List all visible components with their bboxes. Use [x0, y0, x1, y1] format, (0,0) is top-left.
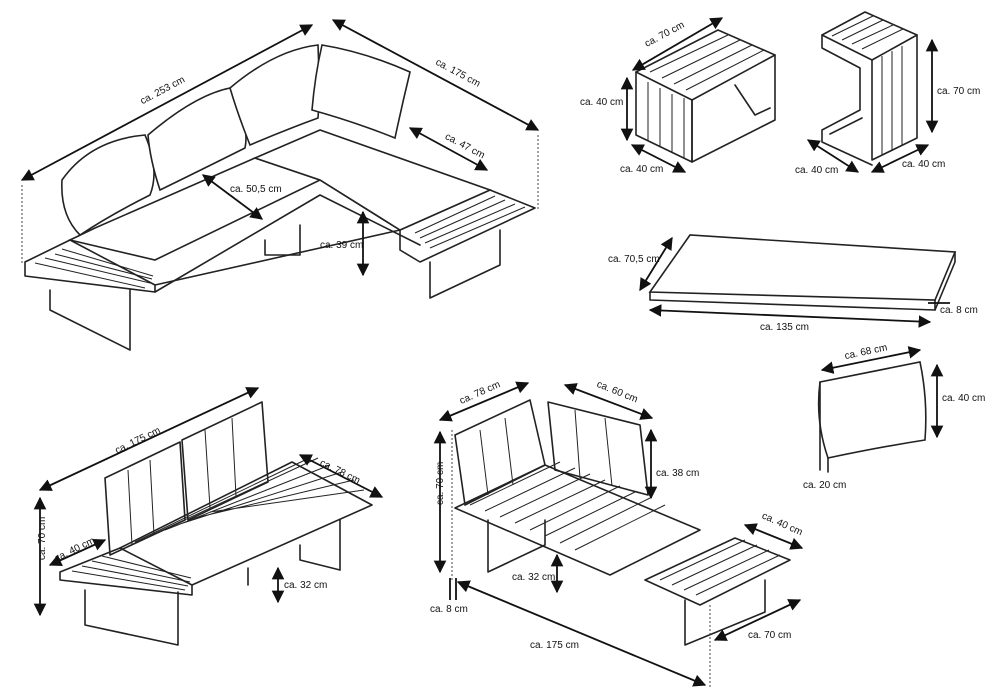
seat-cushion-thickness-label: ca. 8 cm	[940, 305, 978, 316]
back-cushion-shape	[817, 361, 927, 459]
side-table-width-label: ca. 70 cm	[643, 20, 686, 50]
sofa-width-label: ca. 253 cm	[139, 74, 187, 107]
back-cushion-drawing: ca. 68 cm ca. 40 cm ca. 20 cm	[803, 342, 985, 491]
left-module-rear-leg	[299, 519, 341, 571]
sofa-depth-label: ca. 175 cm	[434, 57, 482, 90]
c-table-width-label: ca. 40 cm	[795, 165, 838, 176]
left-module-backrest-slats	[127, 417, 237, 546]
c-table-drawing: ca. 70 cm ca. 40 cm ca. 40 cm	[795, 11, 980, 176]
left-table-slats	[34, 248, 154, 289]
c-table-top-slats	[831, 15, 904, 50]
c-table-height-label: ca. 70 cm	[937, 86, 980, 97]
back-cushion-3	[229, 44, 320, 147]
left-side-table-top	[24, 239, 156, 293]
side-table-depth-dimension-line	[630, 144, 687, 173]
back-cushion-thickness-label: ca. 20 cm	[803, 480, 846, 491]
seat-cushion-depth-dimension-line	[639, 236, 673, 292]
left-leg-frame	[49, 289, 131, 351]
right-module-left-leg	[487, 519, 546, 573]
seat-depth-dimension-line	[201, 174, 264, 220]
left-module-frame-drawing: ca. 175 cm ca. 78 cm ca. 70 cm ca. 40 cm…	[33, 387, 384, 646]
left-module-seat-slats	[134, 457, 365, 543]
left-module-backrest-2	[181, 401, 269, 521]
side-table-leg-frame	[734, 84, 771, 116]
right-module-table-slats	[659, 539, 781, 596]
left-module-seat-height-label: ca. 32 cm	[284, 580, 327, 591]
left-module-backrest-1	[104, 441, 186, 556]
right-module-length-dimension-line	[456, 580, 707, 687]
right-module-table-top	[644, 537, 791, 606]
right-module-thickness-label: ca. 8 cm	[430, 604, 468, 615]
side-table-depth-dimension-line	[408, 127, 489, 171]
right-module-back-height-label: ca. 38 cm	[656, 468, 699, 479]
corner-sofa-drawing: ca. 253 cm ca. 175 cm ca. 50,5 cm ca. 39…	[20, 19, 540, 351]
left-module-front-leg	[84, 589, 179, 646]
right-table-slats	[414, 195, 526, 249]
side-table-side-frame	[691, 54, 776, 163]
right-module-length-label: ca. 175 cm	[530, 640, 579, 651]
right-module-seat-height-label: ca. 32 cm	[512, 572, 555, 583]
sofa-seat-depth-label: ca. 50,5 cm	[230, 184, 282, 195]
right-module-table-depth-dimension-line	[743, 523, 804, 550]
left-module-depth-label: ca. 78 cm	[318, 458, 362, 487]
side-table-depth-label: ca. 40 cm	[620, 164, 663, 175]
seat-cushion-drawing: ca. 70,5 cm ca. 135 cm ca. 8 cm	[608, 234, 978, 333]
c-table-base-rail	[829, 117, 863, 135]
left-module-height-label: ca. 70 cm	[37, 517, 48, 560]
middle-leg-frame	[264, 224, 301, 256]
seat-cushion-length-dimension-line	[648, 304, 932, 328]
seat-cushion-side	[934, 251, 956, 311]
c-table-side-panel	[871, 34, 918, 161]
right-module-table-width-label: ca. 70 cm	[748, 630, 791, 641]
c-table-c-frame	[821, 34, 873, 166]
right-module-height-label: ca. 70 cm	[435, 462, 446, 505]
right-module-back-width-label: ca. 60 cm	[595, 379, 639, 405]
back-cushion-width-dimension-line	[820, 346, 922, 374]
width-dimension-line	[20, 24, 314, 181]
left-module-table-depth-dimension-line	[48, 538, 107, 567]
side-table-height-label: ca. 40 cm	[580, 97, 623, 108]
right-module-frame-drawing: ca. 78 cm ca. 60 cm ca. 70 cm ca. 38 cm …	[430, 379, 804, 688]
sofa-seat-height-label: ca. 39 cm	[320, 240, 363, 251]
right-module-backrest-slats	[479, 409, 613, 496]
c-table-depth-dimension-line	[870, 144, 930, 173]
right-module-seat-slats	[469, 461, 666, 551]
seat-rail	[154, 194, 421, 293]
side-table-drawing: ca. 70 cm ca. 40 cm ca. 40 cm	[580, 17, 776, 175]
depth-dimension-line	[331, 19, 540, 131]
left-module-depth-dimension-line	[298, 454, 384, 498]
seat-cushion-length-label: ca. 135 cm	[760, 322, 809, 333]
seat-cushion-depth-label: ca. 70,5 cm	[608, 254, 660, 265]
left-module-length-label: ca. 175 cm	[114, 425, 163, 456]
back-cushion-4	[311, 44, 411, 140]
side-table-panel-slats	[647, 82, 685, 158]
right-leg-frame	[429, 229, 501, 299]
back-cushion-width-label: ca. 68 cm	[844, 342, 889, 362]
right-module-table-width-dimension-line	[713, 599, 802, 641]
right-module-depth-dimension-line	[438, 381, 530, 422]
left-module-table-slats	[71, 555, 192, 591]
c-table-width-dimension-line	[806, 139, 860, 173]
right-module-backrest-2	[547, 401, 649, 496]
c-table-depth-label: ca. 40 cm	[902, 159, 945, 170]
back-cushion-side	[819, 381, 829, 473]
c-table-side-slats	[881, 46, 903, 155]
seat-cushion-top	[648, 234, 957, 301]
back-cushion-height-label: ca. 40 cm	[942, 393, 985, 404]
side-table-width-dimension-line	[631, 17, 724, 71]
left-module-length-dimension-line	[38, 387, 260, 491]
right-module-back-width-dimension-line	[563, 383, 654, 420]
